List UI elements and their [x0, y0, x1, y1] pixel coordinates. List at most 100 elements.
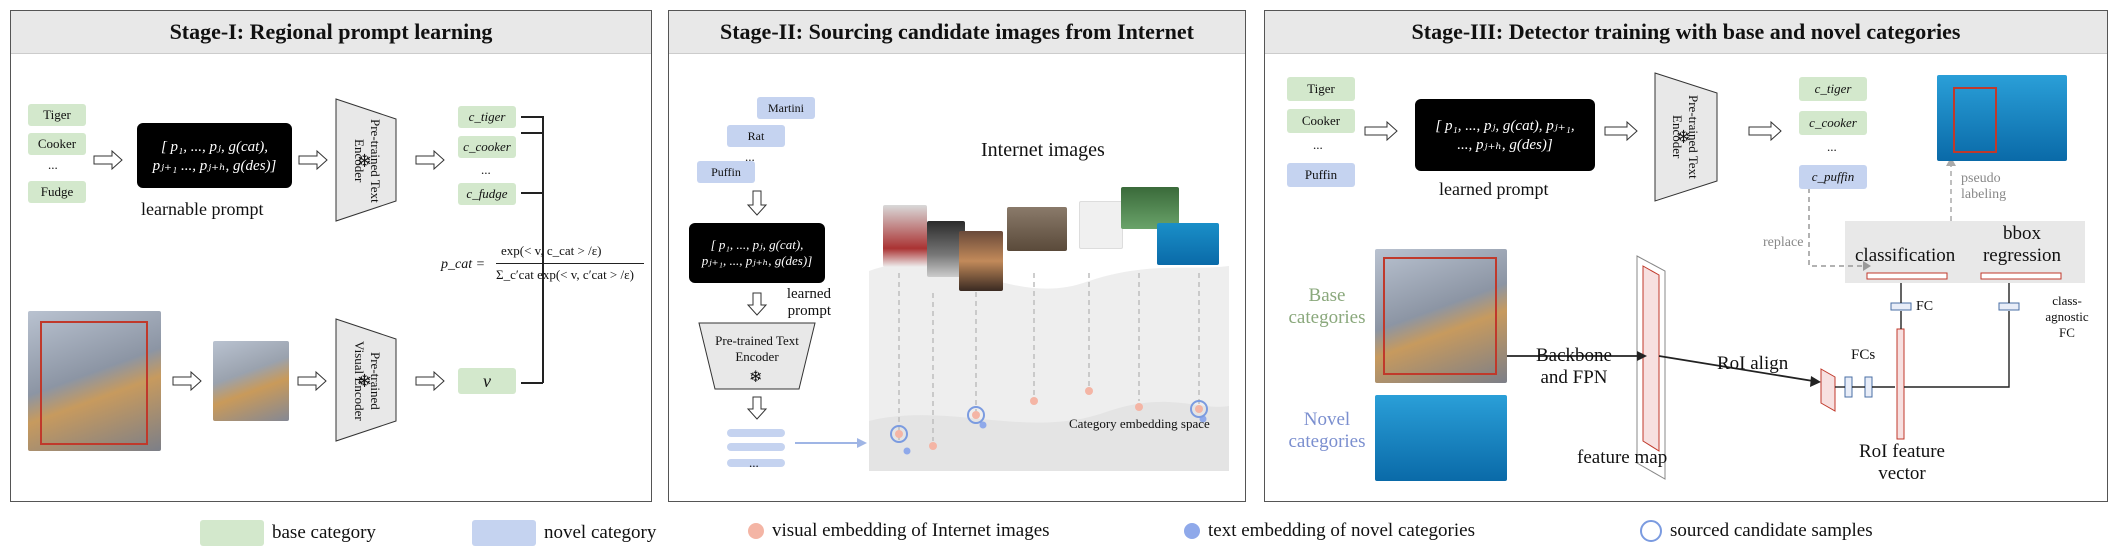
- novel-puffin: Puffin: [697, 161, 755, 183]
- output-c-cooker: c_cooker: [1799, 111, 1867, 135]
- prompt-caption: learned prompt: [1439, 179, 1549, 199]
- category-cooker: Cooker: [28, 133, 86, 155]
- legend-novel: novel category: [472, 520, 656, 546]
- category-ellipsis: ...: [1313, 137, 1323, 152]
- embedding-ellipsis: ...: [749, 455, 759, 470]
- stage1-panel: Stage-I: Regional prompt learning Tiger …: [10, 10, 652, 502]
- internet-images-label: Internet images: [981, 139, 1105, 161]
- classification-label: classification: [1855, 245, 1956, 266]
- legend-novel-label: novel category: [544, 522, 657, 543]
- output-ellipsis: ...: [481, 162, 491, 177]
- prompt-caption: learnable prompt: [141, 199, 264, 219]
- formula-lhs: p_cat =: [441, 257, 486, 272]
- pseudo-labeling-label: pseudo labeling: [1961, 171, 2007, 202]
- prompt-line-1: [ p₁, ..., pⱼ, g(cat), pⱼ₊₁,: [1435, 118, 1575, 134]
- stage3-shapes: [1364, 72, 2085, 480]
- feature-map-label: feature map: [1577, 447, 1668, 468]
- roi-vector-label: RoI feature vector: [1859, 441, 1945, 484]
- puffin-image-1: [1121, 187, 1179, 229]
- learnable-prompt-box: [ p₁, ..., pⱼ, g(cat), pⱼ₊₁ ..., pⱼ₊ₕ, g…: [137, 123, 292, 188]
- legend-visual-label: visual embedding of Internet images: [772, 520, 1050, 541]
- backbone-label: Backbone and FPN: [1536, 345, 1612, 388]
- novel-categories-label: Novel categories: [1288, 409, 1366, 452]
- tiger-image-cropped: [213, 341, 289, 421]
- stage1-shapes: [93, 98, 544, 442]
- roi-align-label: RoI align: [1717, 353, 1789, 374]
- bicycle-image: [1079, 201, 1123, 249]
- category-fudge: Fudge: [28, 181, 86, 203]
- prompt-line-1: [ p₁, ..., pⱼ, g(cat),: [710, 237, 804, 252]
- stage2-shapes: [698, 190, 1229, 471]
- snowflake-icon: ❄: [749, 369, 763, 386]
- text-encoder-label: Pre-trained Text Encoder: [352, 119, 383, 203]
- legend-text-dot: [1184, 523, 1200, 539]
- stage1-title: Stage-I: Regional prompt learning: [11, 11, 651, 54]
- snowflake-icon: ❄: [1676, 127, 1692, 147]
- stage3-title: Stage-III: Detector training with base a…: [1265, 11, 2107, 54]
- text-encoder-label: Pre-trained Text Encoder: [1670, 95, 1701, 179]
- stage2-title: Stage-II: Sourcing candidate images from…: [669, 11, 1245, 54]
- formula-numerator: exp(< v, c_cat > /ε): [501, 243, 602, 258]
- learned-prompt-box: [ p₁, ..., pⱼ, g(cat), pⱼ₊₁, ..., pⱼ₊ₕ, …: [689, 223, 825, 283]
- legend-text-label: text embedding of novel categories: [1208, 520, 1475, 541]
- martini-image-2: [927, 221, 965, 277]
- puffin-pseudo-image: [1937, 75, 2067, 161]
- stage2-panel: Stage-II: Sourcing candidate images from…: [668, 10, 1246, 502]
- legend-base-swatch: [200, 520, 264, 546]
- martini-image: [883, 205, 927, 267]
- snowflake-icon: ❄: [357, 151, 373, 171]
- rat-image: [1007, 207, 1067, 251]
- category-cooker: Cooker: [1287, 109, 1355, 133]
- puffin-image-2: [1157, 223, 1219, 265]
- tiger-bbox: [1383, 257, 1497, 375]
- snowflake-icon: ❄: [357, 371, 373, 391]
- novel-rat: Rat: [727, 125, 785, 147]
- output-c-fudge: c_fudge: [458, 183, 516, 205]
- prompt-line-2: pⱼ₊₁ ..., pⱼ₊ₕ, g(des)]: [152, 157, 277, 174]
- prompt-line-2: pⱼ₊₁, ..., pⱼ₊ₕ, g(des)]: [701, 253, 813, 268]
- stage3-panel: Stage-III: Detector training with base a…: [1264, 10, 2108, 502]
- legend-visual-dot: [748, 523, 764, 539]
- legend-sourced-label: sourced candidate samples: [1670, 520, 1873, 541]
- legend-base: base category: [200, 520, 376, 546]
- visual-embedding-v: v: [458, 368, 516, 394]
- visual-encoder-label: Pre-trained Visual Encoder: [352, 341, 383, 421]
- category-ellipsis: ...: [48, 157, 58, 172]
- puffin-novel-image: [1375, 395, 1507, 481]
- legend-novel-swatch: [472, 520, 536, 546]
- category-tiger: Tiger: [1287, 77, 1355, 101]
- category-puffin: Puffin: [1287, 163, 1355, 187]
- formula-denominator: Σ_c′cat exp(< v, c′cat > /ε): [496, 267, 634, 282]
- output-ellipsis: ...: [1827, 139, 1837, 154]
- prompt-line-2: ..., pⱼ₊ₕ, g(des)]: [1457, 137, 1553, 153]
- novel-martini: Martini: [757, 97, 815, 119]
- encoder-label: Pre-trained Text Encoder: [715, 333, 799, 364]
- pseudo-bbox: [1953, 87, 1997, 153]
- learned-prompt-caption: learned prompt: [786, 286, 831, 319]
- novel-ellipsis: ...: [745, 149, 755, 164]
- legend-sourced: sourced candidate samples: [1640, 520, 1873, 542]
- output-c-tiger: c_tiger: [1799, 77, 1867, 101]
- category-tiger: Tiger: [28, 104, 86, 126]
- fcs-label: FCs: [1851, 347, 1876, 363]
- output-c-cooker: c_cooker: [458, 136, 516, 158]
- legend-visual: visual embedding of Internet images: [748, 520, 1050, 542]
- replace-label: replace: [1763, 235, 1804, 250]
- output-c-tiger: c_tiger: [458, 106, 516, 128]
- tiger-base-image: [1375, 249, 1507, 383]
- formula-fraction-bar: [496, 263, 644, 264]
- prompt-line-1: [ p₁, ..., pⱼ, g(cat),: [160, 138, 269, 155]
- legend-base-label: base category: [272, 522, 376, 543]
- learned-prompt-box: [ p₁, ..., pⱼ, g(cat), pⱼ₊₁, ..., pⱼ₊ₕ, …: [1415, 99, 1595, 171]
- base-categories-label: Base categories: [1288, 285, 1366, 328]
- embedding-space-label: Category embedding space: [1069, 416, 1210, 431]
- legend-text: text embedding of novel categories: [1184, 520, 1475, 542]
- rat-image-person: [959, 231, 1003, 291]
- tiger-image-full: [28, 311, 161, 451]
- fc-label: FC: [1916, 299, 1934, 314]
- output-c-puffin: c_puffin: [1799, 165, 1867, 189]
- bbox-regression-label: bbox regression: [1982, 223, 2062, 266]
- tiger-bbox: [40, 321, 148, 445]
- legend-sourced-ring: [1640, 520, 1662, 542]
- class-agnostic-label: class-agnostic FC: [2045, 293, 2089, 340]
